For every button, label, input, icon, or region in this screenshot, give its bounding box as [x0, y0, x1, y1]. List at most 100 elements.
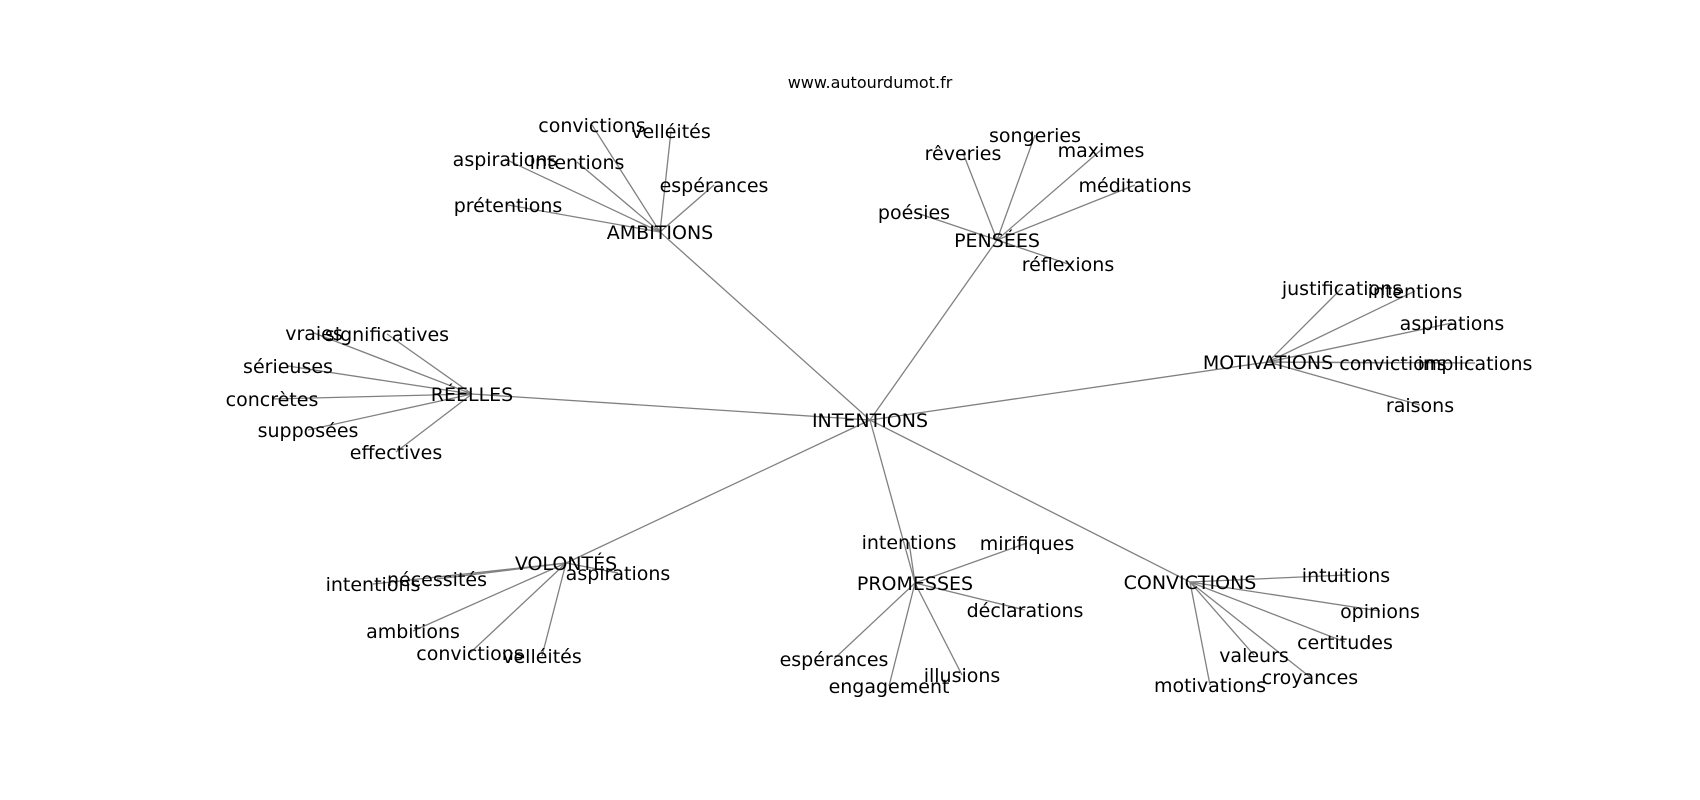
edge-hub-leaf: [962, 152, 998, 241]
edge-hub-leaf: [996, 184, 1136, 241]
edge-hub-leaf: [1267, 361, 1476, 364]
leaf-node: intentions: [530, 152, 625, 174]
leaf-node: réflexions: [1022, 254, 1115, 276]
leaf-node: illusions: [924, 665, 1001, 687]
leaf-node: convictions: [538, 115, 645, 137]
edge-hub-leaf: [412, 562, 567, 632]
leaf-node: velléités: [631, 121, 711, 143]
leaf-node: certitudes: [1297, 632, 1393, 654]
edge-hub-leaf: [395, 393, 473, 453]
leaf-node: aspirations: [1400, 313, 1505, 335]
labels: INTENTIONSAMBITIONSconvictionsvelléitésa…: [226, 115, 1533, 698]
edge-hub-leaf: [996, 134, 1036, 241]
hub-node: PROMESSES: [857, 573, 973, 595]
edge-hub-leaf: [659, 130, 672, 233]
edge-center-hub: [869, 239, 998, 421]
edge-hub-leaf: [914, 542, 1028, 584]
center-node: INTENTIONS: [812, 410, 928, 432]
leaf-node: aspirations: [453, 149, 558, 171]
leaf-node: aspirations: [566, 563, 671, 585]
leaf-node: engagement: [829, 676, 950, 698]
leaf-node: convictions: [1339, 353, 1446, 375]
edge-hub-leaf: [996, 239, 1069, 265]
edge-center-hub: [869, 419, 916, 584]
leaf-node: valeurs: [1219, 645, 1289, 667]
leaf-node: nécessités: [387, 569, 487, 591]
leaf-node: motivations: [1154, 675, 1266, 697]
leaf-node: raisons: [1386, 395, 1454, 417]
edge-center-hub: [565, 419, 871, 564]
edge-hub-leaf: [1189, 581, 1255, 656]
leaf-node: convictions: [416, 643, 523, 665]
edges: [271, 124, 1476, 687]
leaf-node: intuitions: [1302, 565, 1390, 587]
edge-hub-leaf: [307, 393, 473, 431]
leaf-node: prétentions: [454, 195, 563, 217]
edge-center-hub: [869, 419, 1191, 583]
leaf-node: espérances: [660, 175, 769, 197]
edge-hub-leaf: [271, 393, 473, 400]
edge-hub-leaf: [833, 582, 916, 660]
leaf-node: implications: [1418, 353, 1533, 375]
leaf-node: poésies: [878, 202, 950, 224]
hub-node: VOLONTÉS: [515, 552, 617, 575]
leaf-node: maximes: [1058, 140, 1145, 162]
edge-hub-leaf: [908, 541, 916, 584]
leaf-node: justifications: [1281, 278, 1402, 300]
edge-hub-leaf: [1189, 581, 1211, 686]
edge-hub-leaf: [1189, 581, 1381, 612]
leaf-node: sérieuses: [243, 356, 333, 378]
edge-hub-leaf: [1267, 361, 1421, 406]
edge-hub-leaf: [504, 158, 661, 233]
edge-hub-leaf: [1189, 574, 1347, 583]
edge-hub-leaf: [888, 582, 916, 687]
hub-node: RÉELLES: [431, 383, 513, 406]
leaf-node: rêveries: [925, 143, 1002, 165]
hub-node: PENSÉES: [954, 229, 1040, 252]
edge-hub-leaf: [469, 562, 567, 654]
leaf-node: espérances: [780, 649, 889, 671]
edge-hub-leaf: [1267, 322, 1453, 363]
leaf-node: intentions: [326, 574, 421, 596]
edge-hub-leaf: [541, 562, 567, 657]
edge-hub-leaf: [591, 124, 661, 233]
leaf-node: velléités: [502, 646, 582, 668]
leaf-node: ambitions: [366, 621, 460, 643]
edge-hub-leaf: [313, 332, 473, 395]
leaf-node: vraies: [285, 323, 343, 345]
edge-hub-leaf: [507, 204, 661, 233]
leaf-node: concrètes: [226, 389, 319, 411]
site-url: www.autourdumot.fr: [788, 73, 953, 92]
edge-center-hub: [659, 231, 871, 421]
leaf-node: supposées: [258, 420, 359, 442]
edge-hub-leaf: [1189, 581, 1311, 678]
edge-hub-leaf: [1267, 290, 1416, 363]
hub-node: CONVICTIONS: [1124, 572, 1257, 594]
leaf-node: intentions: [1368, 281, 1463, 303]
leaf-node: effectives: [350, 442, 442, 464]
leaf-node: opinions: [1340, 601, 1420, 623]
edge-hub-leaf: [386, 333, 473, 395]
edge-hub-leaf: [565, 562, 619, 574]
leaf-node: significatives: [325, 324, 449, 346]
edge-hub-leaf: [914, 582, 963, 676]
leaf-node: méditations: [1079, 175, 1192, 197]
leaf-node: intentions: [862, 532, 957, 554]
edge-hub-leaf: [996, 149, 1102, 241]
edge-hub-leaf: [914, 582, 1026, 611]
leaf-node: croyances: [1262, 667, 1358, 689]
hub-node: MOTIVATIONS: [1203, 352, 1333, 374]
edge-center-hub: [471, 393, 871, 421]
edge-hub-leaf: [1267, 287, 1343, 363]
leaf-node: mirifiques: [980, 533, 1075, 555]
edge-hub-leaf: [913, 211, 998, 241]
edge-hub-leaf: [1189, 581, 1346, 643]
edge-center-hub: [869, 361, 1269, 421]
edge-hub-leaf: [576, 161, 661, 233]
leaf-node: songeries: [989, 125, 1081, 147]
edge-hub-leaf: [659, 184, 715, 233]
edge-hub-leaf: [287, 365, 473, 395]
edge-hub-leaf: [372, 562, 567, 585]
leaf-node: déclarations: [967, 600, 1084, 622]
